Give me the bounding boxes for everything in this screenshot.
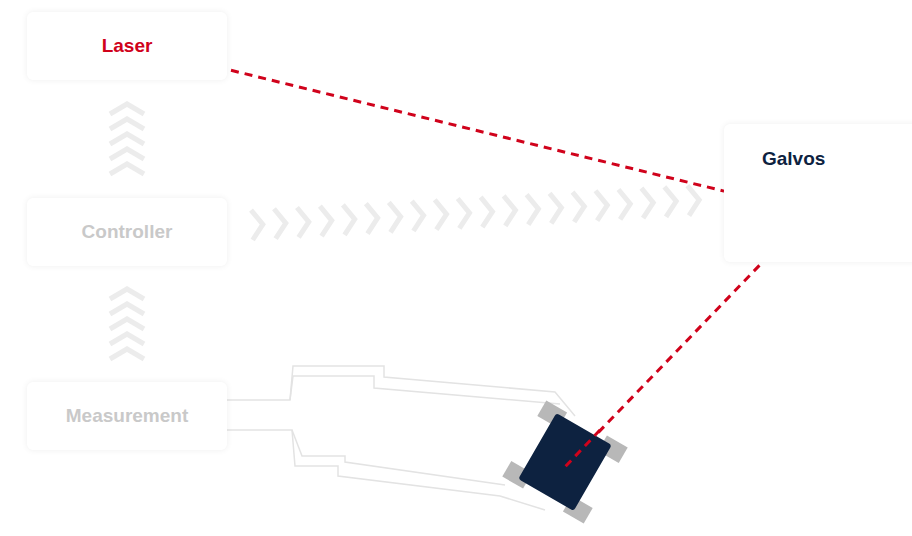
- node-label: Controller: [82, 221, 173, 243]
- node-label: Laser: [102, 35, 153, 57]
- chevron-connector: [251, 186, 699, 240]
- laser-beam: [231, 70, 724, 191]
- measurement-cable: [292, 430, 505, 485]
- laser-box: Laser: [27, 12, 227, 80]
- measurement-cable: [290, 376, 560, 404]
- measurement-cable: [227, 430, 545, 510]
- node-label: Galvos: [762, 148, 825, 170]
- galvo-box: Galvos: [724, 124, 912, 262]
- chevron-connector: [110, 104, 144, 174]
- sample-device: [502, 400, 627, 523]
- controller-box: Controller: [27, 198, 227, 266]
- measurement-cable: [227, 366, 575, 416]
- node-label: Measurement: [66, 405, 189, 427]
- measurement-box: Measurement: [27, 382, 227, 450]
- chevron-connector: [110, 289, 144, 359]
- laser-beam: [565, 430, 600, 467]
